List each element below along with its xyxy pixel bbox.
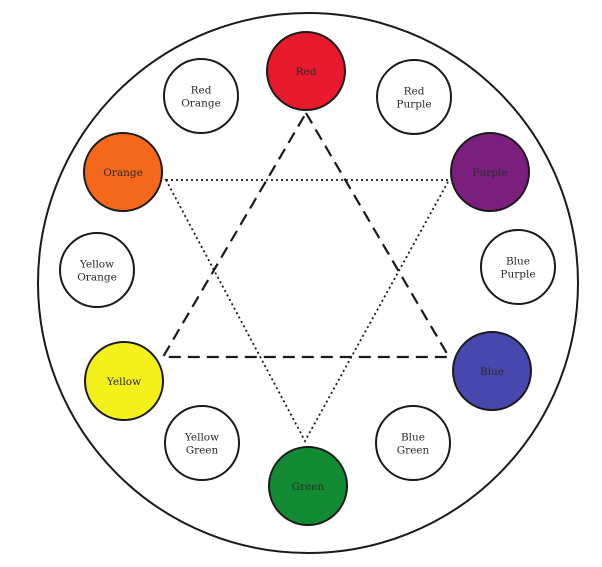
color-node-yellow: Yellow [84, 341, 164, 421]
color-circle-yellow-green [164, 405, 240, 481]
color-label-blue-green-line-2: Green [397, 445, 430, 457]
color-label-red-orange-line-1: Red [191, 85, 212, 97]
color-label-red-line-1: Red [296, 66, 317, 78]
color-circle-red [266, 31, 346, 111]
color-label-red-purple-line-2: Purple [396, 99, 431, 111]
color-circle-yellow [84, 341, 164, 421]
color-node-green: Green [268, 446, 348, 526]
color-label-red-purple-line-1: Red [404, 86, 425, 98]
color-circle-blue-green [375, 405, 451, 481]
color-node-purple: Purple [450, 132, 530, 212]
color-circle-purple [450, 132, 530, 212]
color-node-orange: Orange [83, 132, 163, 212]
outer-ring [37, 12, 579, 554]
color-label-blue-line-1: Blue [480, 366, 504, 378]
color-label-red-orange-line-2: Orange [181, 98, 221, 110]
color-label-blue-green-line-1: Blue [401, 432, 425, 444]
color-node-red: Red [266, 31, 346, 111]
color-label-yellow-orange-line-1: Yellow [79, 259, 114, 271]
color-circle-orange [83, 132, 163, 212]
color-label-blue-purple-line-1: Blue [506, 256, 530, 268]
color-circle-red-purple [376, 59, 452, 135]
dotted-triangle [164, 179, 451, 443]
color-circle-red-orange [163, 58, 239, 134]
color-label-green-line-1: Green [292, 481, 325, 493]
color-circles: RedRedPurplePurpleBluePurpleBlueBlueGree… [59, 31, 556, 526]
triangles-layer [161, 110, 451, 443]
color-label-yellow-orange-line-2: Orange [77, 272, 117, 284]
color-label-yellow-line-1: Yellow [106, 376, 141, 388]
color-label-purple-line-1: Purple [472, 167, 507, 179]
color-circle-blue-purple [480, 229, 556, 305]
color-circle-yellow-orange [59, 232, 135, 308]
color-node-blue: Blue [452, 331, 532, 411]
color-circle-green [268, 446, 348, 526]
dashed-triangle [161, 110, 451, 359]
color-label-yellow-green-line-2: Green [186, 445, 219, 457]
color-label-orange-line-1: Orange [103, 167, 143, 179]
color-circle-blue [452, 331, 532, 411]
color-label-yellow-green-line-1: Yellow [184, 432, 219, 444]
color-label-blue-purple-line-2: Purple [500, 269, 535, 281]
